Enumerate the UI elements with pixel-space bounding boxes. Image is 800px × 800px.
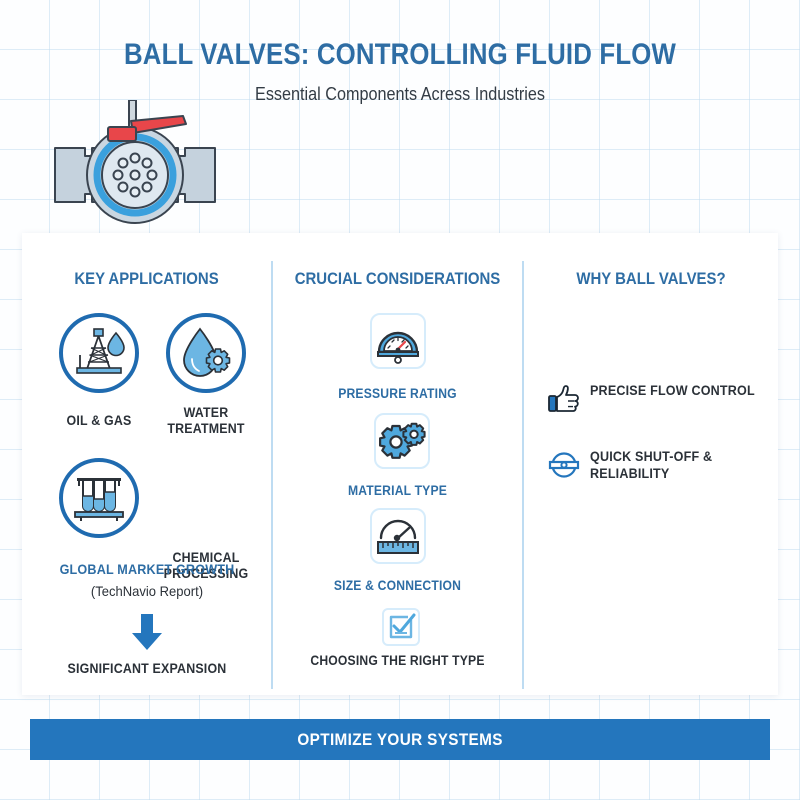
arrow-down-icon (130, 614, 164, 650)
water-droplet-gear-icon (166, 313, 246, 393)
header: BALL VALVES: CONTROLLING FLUID FLOW Esse… (0, 38, 800, 105)
application-label-oil-gas: OIL & GAS (66, 413, 132, 428)
market-growth-result: SIGNIFICANT EXPANSION (67, 661, 227, 676)
market-growth-title: GLOBAL MARKET GROWTH (59, 561, 235, 577)
test-tubes-icon (59, 458, 139, 538)
application-label-chemical-processing: CHEMICAL PROCESSING (163, 550, 249, 582)
footer-cta-banner[interactable]: OPTIMIZE YOUR SYSTEMS (30, 719, 770, 760)
consideration-label-choosing-right-type: CHOOSING THE RIGHT TYPE (310, 653, 485, 668)
column-divider-2 (522, 261, 524, 689)
page-subtitle: Essential Components Acress Industries (255, 84, 545, 104)
column-heading-applications: KEY APPLICATIONS (74, 269, 219, 288)
consideration-label-size-connection: SIZE & CONNECTION (333, 578, 462, 593)
column-divider-1 (271, 261, 273, 689)
pressure-gauge-icon (370, 313, 426, 369)
column-heading-benefits: WHY BALL VALVES? (576, 269, 726, 288)
page-title: BALL VALVES: CONTROLLING FLUID FLOW (123, 38, 677, 71)
market-growth-source: (TechNavio Report) (90, 583, 204, 599)
benefit-row-quick-shutoff: QUICK SHUT-OFF & RELIABILITY (548, 449, 721, 483)
content-panel: KEY APPLICATIONS (22, 233, 778, 695)
benefit-row-precise-flow-control: PRECISE FLOW CONTROL (548, 383, 767, 414)
ball-valve-illustration (45, 99, 225, 225)
consideration-label-material-type: MATERIAL TYPE (347, 483, 448, 498)
consideration-label-pressure-rating: PRESSURE RATING (338, 386, 457, 401)
footer-cta-label: OPTIMIZE YOUR SYSTEMS (297, 729, 503, 749)
oil-rig-droplet-icon (59, 313, 139, 393)
ball-valve-disc-icon (548, 450, 580, 480)
gauge-ruler-icon (370, 508, 426, 564)
gears-icon (374, 413, 430, 469)
pointing-hand-icon (548, 384, 580, 414)
benefit-label-quick-shutoff: QUICK SHUT-OFF & RELIABILITY (590, 449, 713, 481)
application-label-water-treatment: WATER TREATMENT (167, 405, 245, 437)
benefit-label-precise-flow-control: PRECISE FLOW CONTROL (590, 383, 755, 398)
column-heading-considerations: CRUCIAL CONSIDERATIONS (294, 269, 501, 288)
checkbox-check-icon (382, 608, 420, 646)
